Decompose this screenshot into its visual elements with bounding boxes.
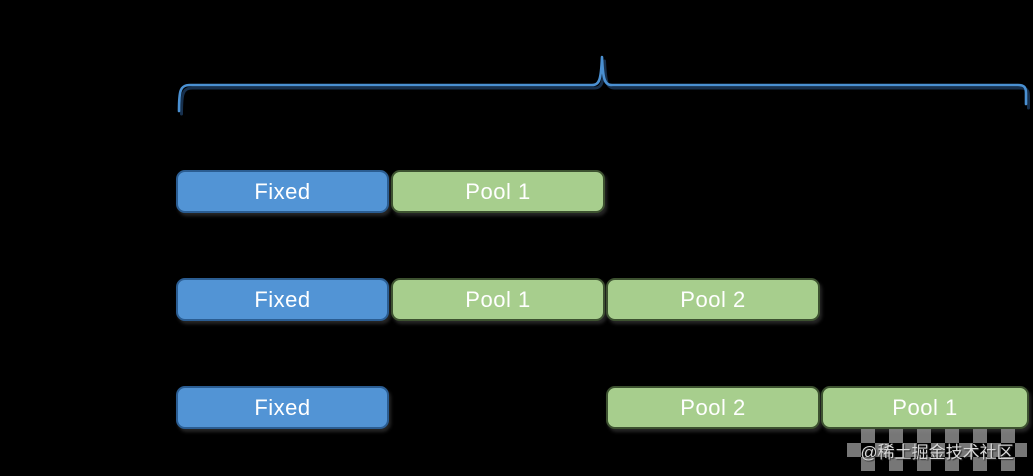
watermark-text: @稀土掘金技术社区	[860, 442, 1014, 462]
brace-shadow-path	[180, 59, 1030, 116]
segment-label: Pool 1	[465, 286, 531, 312]
row2-segment-fixed: Fixed	[176, 278, 389, 321]
segment-label: Fixed	[254, 178, 311, 204]
row1-segment-pool-1: Pool 1	[391, 170, 605, 213]
segment-label: Pool 2	[680, 394, 746, 420]
row2-segment-pool-1: Pool 1	[391, 278, 605, 321]
row2-segment-pool-2: Pool 2	[606, 278, 820, 321]
brace-path	[177, 55, 1028, 113]
segment-label: Fixed	[254, 286, 311, 312]
segment-label: Fixed	[254, 394, 311, 420]
segment-label: Pool 1	[892, 394, 958, 420]
row3-segment-pool-2: Pool 2	[606, 386, 820, 429]
watermark: @稀土掘金技术社区	[847, 429, 1027, 471]
row3-segment-pool-1: Pool 1	[821, 386, 1029, 429]
row1-segment-fixed: Fixed	[176, 170, 389, 213]
segment-label: Pool 1	[465, 178, 531, 204]
segment-label: Pool 2	[680, 286, 746, 312]
row3-segment-fixed: Fixed	[176, 386, 389, 429]
